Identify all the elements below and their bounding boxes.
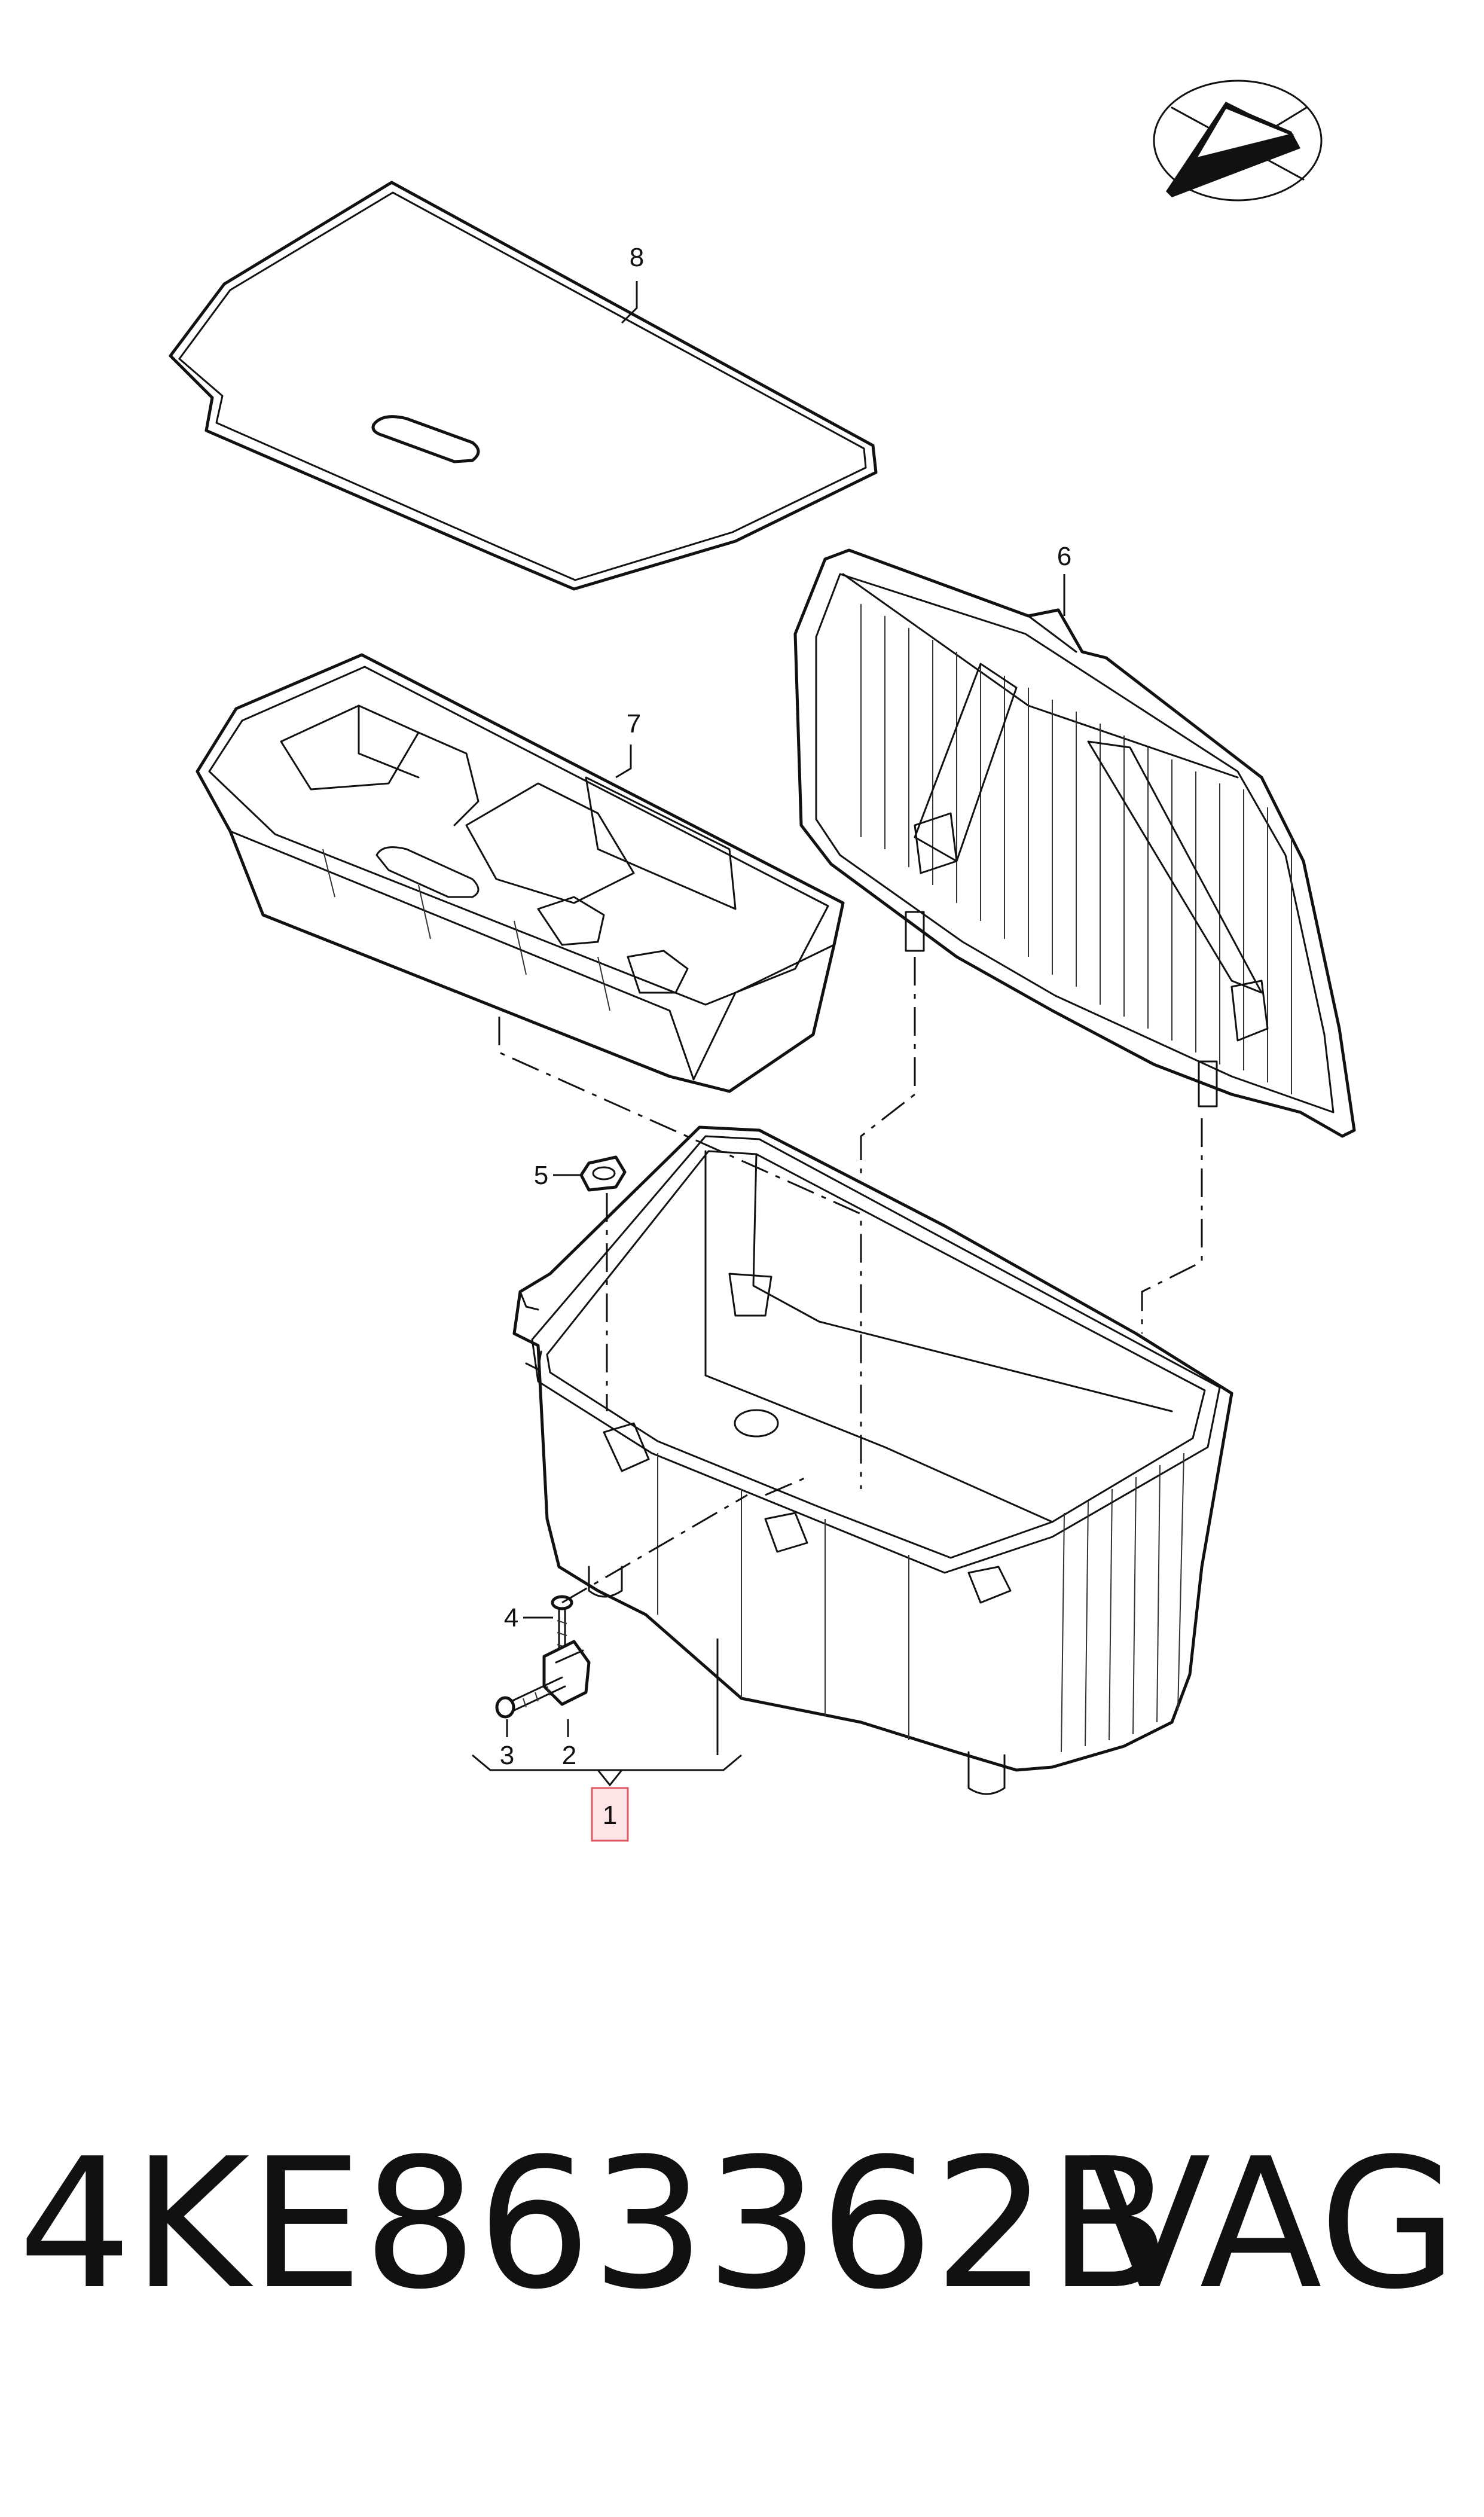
callout-8: 8 xyxy=(630,243,644,272)
callout-7: 7 xyxy=(627,709,641,739)
callout-1: 1 xyxy=(603,1801,617,1830)
part-6-lid xyxy=(793,548,1356,1138)
part-2-bracket xyxy=(542,1640,591,1706)
callout-2: 2 xyxy=(562,1741,576,1770)
callout-3: 3 xyxy=(500,1741,514,1770)
part-3-screw xyxy=(495,1676,566,1719)
orientation-arrow-icon xyxy=(1153,80,1323,202)
callout-4: 4 xyxy=(504,1603,518,1633)
assembly-lines xyxy=(498,957,1203,1604)
part-5-nut xyxy=(579,1155,627,1192)
part-number-text: 4KE863362B xyxy=(18,2120,1171,2329)
callout-6: 6 xyxy=(1057,542,1071,571)
callout-1-highlight[interactable]: 1 xyxy=(591,1787,629,1842)
part-8-floor-cover xyxy=(169,181,878,591)
part-1-storage-tub xyxy=(512,1125,1233,1795)
leader-lines xyxy=(472,281,1065,1787)
brand-text: VAG xyxy=(1088,2120,1458,2329)
part-7-storage-insert xyxy=(196,653,845,1093)
callout-5: 5 xyxy=(534,1161,548,1190)
